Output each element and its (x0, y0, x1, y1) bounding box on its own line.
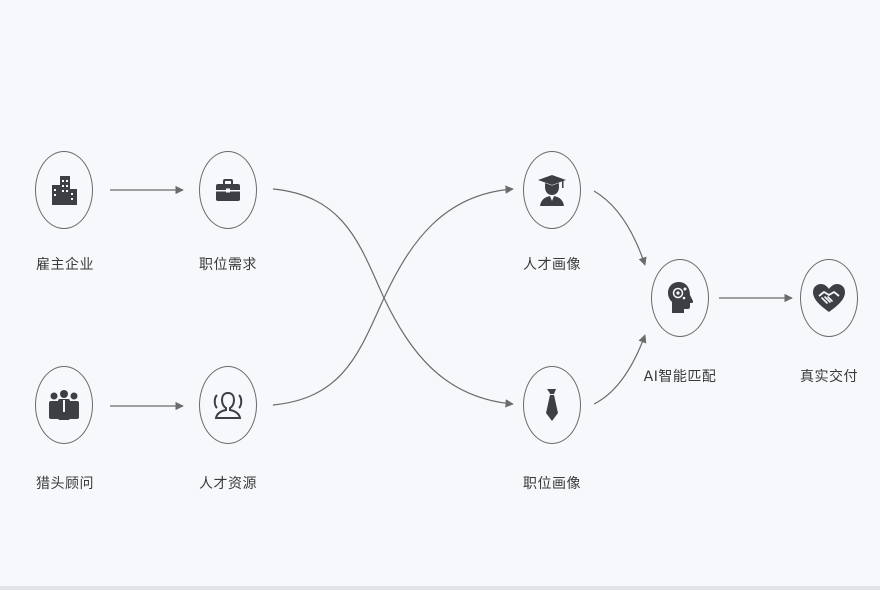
node-label-employer: 雇主企业 (36, 257, 94, 273)
edge-job-demand-to-job-profile (272, 188, 514, 408)
necktie-icon (540, 387, 564, 423)
node-delivery (800, 259, 858, 337)
node-job-profile (523, 366, 581, 444)
node-label-talent-profile: 人才画像 (523, 257, 581, 273)
node-label-ai-match: AI智能匹配 (643, 369, 717, 385)
people-group-icon (46, 388, 82, 422)
edge-talent-profile-to-ai-match (593, 190, 647, 266)
node-employer (35, 151, 93, 229)
node-talent-resource (199, 366, 257, 444)
buildings-icon (49, 173, 79, 207)
node-label-job-demand: 职位需求 (199, 257, 257, 273)
edge-job-profile-to-ai-match (593, 334, 647, 405)
node-label-headhunter: 猎头顾问 (36, 476, 94, 492)
bottom-border (0, 586, 880, 590)
node-ai-match (651, 259, 709, 337)
graduate-icon (536, 173, 568, 207)
ai-head-icon (664, 280, 696, 316)
briefcase-icon (213, 175, 243, 205)
node-label-talent-resource: 人才资源 (199, 476, 257, 492)
node-label-job-profile: 职位画像 (523, 476, 581, 492)
handshake-heart-icon (811, 282, 847, 314)
edge-talent-resource-to-talent-profile (272, 185, 514, 406)
node-talent-profile (523, 151, 581, 229)
node-job-demand (199, 151, 257, 229)
node-headhunter (35, 366, 93, 444)
user-profile-icon (211, 389, 245, 421)
node-label-delivery: 真实交付 (800, 369, 858, 385)
